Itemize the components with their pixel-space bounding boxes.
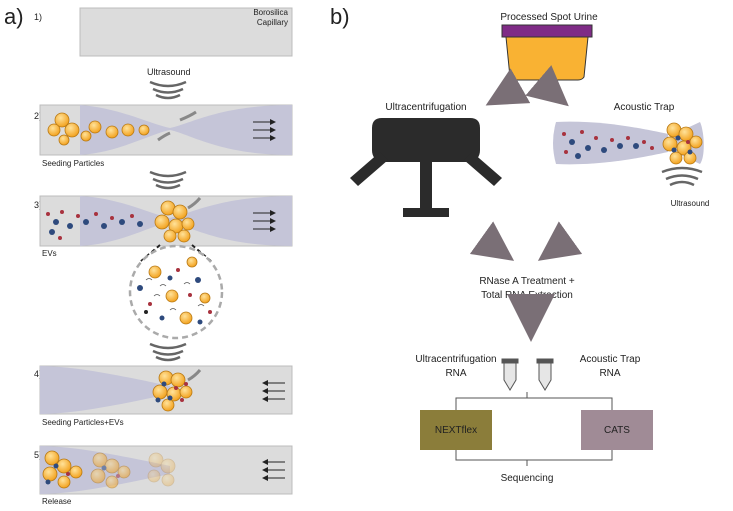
ultrasound-icon (149, 170, 187, 190)
cats-label: CATS (604, 425, 630, 436)
rna-left-line1: Ultracentrifugation (415, 354, 496, 365)
ultrasound-icon (661, 166, 703, 187)
arrow-to-acoustic-trap (525, 65, 569, 107)
released-cluster (42, 450, 176, 489)
rna-right-line2: RNA (599, 368, 620, 379)
bracket-lines (455, 392, 613, 466)
step-1-number: 1) (34, 12, 42, 22)
step-2-caption: Seeding Particles (42, 159, 104, 168)
node-marker-2 (179, 110, 197, 122)
flow-arrows-right-2 (253, 119, 276, 141)
ultracentrifuge-icon (350, 118, 502, 217)
evs-step-3 (46, 210, 143, 240)
flow-arrows-right-3 (253, 210, 276, 232)
arrow-from-ultracentrifugation (469, 221, 515, 261)
treatment-line1: RNase A Treatment + (479, 276, 574, 287)
tube-icon (536, 358, 554, 391)
capillary-label-line1: Borosilica (253, 8, 288, 17)
flow-arrows-left-4 (262, 380, 285, 402)
trapped-cluster-3 (154, 200, 195, 243)
step-5-number: 5) (34, 450, 42, 460)
method-left-label: Ultracentrifugation (385, 102, 466, 113)
seeding-particles (47, 112, 150, 146)
capillary-label-line2: Capillary (257, 18, 288, 27)
urine-container (501, 24, 593, 81)
zoom-inset (128, 244, 224, 340)
rna-left-line2: RNA (445, 368, 466, 379)
treatment-line2: Total RNA Extraction (481, 290, 573, 301)
ultrasound-icon (149, 80, 187, 100)
step-5-caption: Release (42, 497, 72, 506)
arrow-from-acoustic-trap (537, 221, 583, 261)
acoustic-trap-icon (553, 121, 704, 165)
fluid-step-2 (80, 105, 292, 155)
panel-a-label: a) (4, 4, 24, 29)
flow-arrows-left-5 (262, 459, 285, 481)
rna-right-line1: Acoustic Trap (580, 354, 641, 365)
method-right-label: Acoustic Trap (614, 102, 675, 113)
ultrasound-icon (149, 342, 187, 362)
step-4-caption: Seeding Particles+EVs (42, 418, 124, 427)
arrow-to-ultracentrifugation (485, 68, 531, 106)
fluid-step-4 (40, 366, 170, 414)
step-3-caption: EVs (42, 249, 57, 258)
nextflex-label: NEXTflex (435, 425, 477, 436)
cats-box (581, 410, 653, 450)
nextflex-box (420, 410, 492, 450)
ultrasound-label-b: Ultrasound (671, 199, 710, 208)
step-3-number: 3) (34, 200, 42, 210)
step-4-number: 4) (34, 369, 42, 379)
ultrasound-label-a: Ultrasound (147, 67, 191, 77)
capillary-step-1 (79, 7, 293, 57)
tube-icon (501, 358, 519, 391)
sequencing-label: Sequencing (501, 473, 554, 484)
panel-b-label: b) (330, 4, 350, 29)
step-2-number: 2) (34, 111, 42, 121)
trapped-cluster-4 (152, 370, 193, 412)
sample-label: Processed Spot Urine (500, 12, 598, 23)
